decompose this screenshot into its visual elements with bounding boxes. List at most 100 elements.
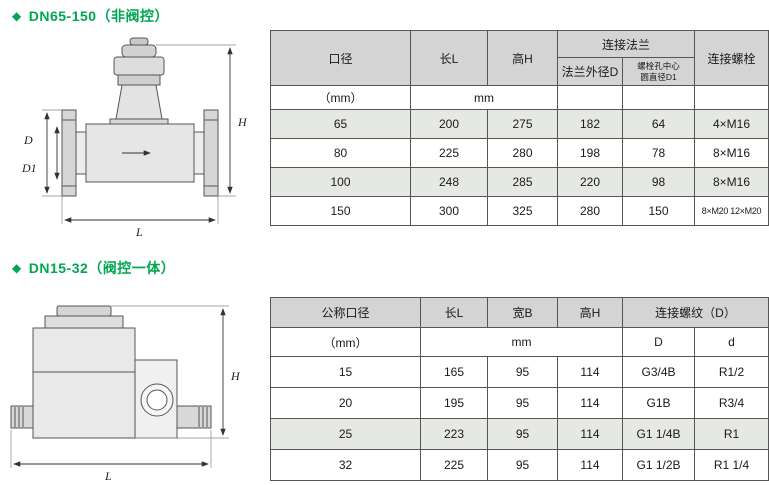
dimension-D1: D1 — [21, 126, 60, 180]
unit-label-cell: （mm） — [270, 85, 411, 110]
table-cell: 198 — [557, 138, 623, 168]
section1-title: ◆ DN65-150（非阀控） — [12, 6, 169, 26]
table-cell: 100 — [270, 167, 411, 197]
col-header-gao-h: 高H — [487, 30, 558, 86]
sub-header-d: d — [693, 327, 769, 357]
table-cell: 32 — [270, 449, 421, 481]
table-cell: 25 — [270, 418, 421, 450]
table-cell: 65 — [270, 109, 411, 139]
meter-body — [32, 305, 178, 439]
table-cell: 114 — [557, 449, 623, 481]
table-cell: 95 — [487, 356, 558, 388]
dimension-L: L — [10, 430, 212, 483]
table-cell: 225 — [420, 449, 488, 481]
table-cell: 114 — [557, 418, 623, 450]
dimension-H: H — [111, 305, 241, 439]
table-cell: 165 — [420, 356, 488, 388]
table-cell: 8×M20 12×M20 — [694, 196, 769, 226]
diamond-bullet-icon: ◆ — [12, 261, 22, 275]
table-cell: 4×M16 — [694, 109, 769, 139]
table-cell: 275 — [487, 109, 558, 139]
table-cell: 300 — [410, 196, 488, 226]
table-cell: 114 — [557, 356, 623, 388]
sub-header-D: D — [622, 327, 695, 357]
table-cell: 80 — [270, 138, 411, 168]
dimension-L: L — [61, 196, 219, 239]
section2-title-text: DN15-32（阀控一体） — [28, 260, 176, 276]
table-cell: 220 — [557, 167, 623, 197]
empty-cell — [621, 85, 696, 110]
table-cell: 225 — [410, 138, 488, 168]
col-header-luoshuan-kong: 螺栓孔中心 圆直径D1 — [621, 57, 696, 86]
right-flange — [203, 109, 219, 197]
table-cell: 95 — [487, 387, 558, 419]
dim-label-D1: D1 — [21, 161, 37, 175]
table-cell: 285 — [487, 167, 558, 197]
unit-label-cell: （mm） — [270, 327, 421, 357]
table-cell: 223 — [420, 418, 488, 450]
col-header-luoshuan-kong-line1: 螺栓孔中心 — [637, 61, 680, 72]
dim-label-D: D — [23, 133, 33, 147]
col-header-gao-h: 高H — [557, 297, 623, 328]
unit-mm-cell: mm — [420, 327, 623, 357]
dim-label-L: L — [135, 225, 143, 239]
dim-label-H: H — [237, 115, 248, 129]
table-cell: 280 — [557, 196, 623, 226]
table-cell: R1 1/4 — [693, 449, 769, 481]
col-header-falan-waijing: 法兰外径D — [557, 57, 623, 86]
table-cell: R3/4 — [693, 387, 769, 419]
table-cell: R1/2 — [693, 356, 769, 388]
table-cell: G1 1/2B — [622, 449, 695, 481]
table-cell: G3/4B — [622, 356, 695, 388]
col-header-lianjie-luowen: 连接螺纹（D） — [621, 297, 769, 328]
table-cell: 20 — [270, 387, 421, 419]
left-flange — [61, 109, 77, 197]
table-cell: 8×M16 — [694, 138, 769, 168]
inlet-pipe — [10, 405, 34, 429]
table-cell: 78 — [621, 138, 696, 168]
table-cell: 95 — [487, 418, 558, 450]
table-cell: 64 — [621, 109, 696, 139]
meter-register — [109, 37, 169, 127]
col-header-koujing: 口径 — [270, 30, 411, 86]
table-cell: 98 — [621, 167, 696, 197]
dn15-meter-drawing: H L — [10, 305, 241, 483]
dimension-H: H — [156, 44, 248, 197]
table-cell: G1 1/4B — [622, 418, 695, 450]
table-cell: 248 — [410, 167, 488, 197]
col-header-gongcheng-koujing: 公称口径 — [270, 297, 421, 328]
table-cell: 8×M16 — [694, 167, 769, 197]
section1-title-text: DN65-150（非阀控） — [28, 8, 170, 24]
outlet-pipe — [176, 405, 212, 429]
table-cell: 280 — [487, 138, 558, 168]
section2-title: ◆ DN15-32（阀控一体） — [12, 258, 175, 278]
table-cell: 114 — [557, 387, 623, 419]
col-header-lianjie-luoshuan: 连接螺栓 — [694, 30, 769, 86]
table-cell: 150 — [621, 196, 696, 226]
table-cell: 150 — [270, 196, 411, 226]
table-cell: R1 — [693, 418, 769, 450]
col-header-kuan-b: 宽B — [487, 297, 558, 328]
col-header-lianjie-falan: 连接法兰 — [556, 30, 696, 58]
table-cell: 195 — [420, 387, 488, 419]
unit-mm-cell: mm — [410, 85, 558, 110]
col-header-chang-l: 长L — [420, 297, 488, 328]
dim-label-H: H — [230, 369, 241, 383]
meter-body — [73, 123, 207, 183]
table-cell: 325 — [487, 196, 558, 226]
dn65-meter-drawing: D D1 L H — [21, 37, 248, 239]
meter-register — [140, 383, 174, 417]
table-cell: 95 — [487, 449, 558, 481]
diamond-bullet-icon: ◆ — [12, 9, 22, 23]
dn65-spec-table: 口径 长L 高H 连接法兰 连接螺栓 法兰外径D 螺栓孔中心 圆直径D1 （mm… — [270, 30, 769, 226]
dimension-D: D — [23, 109, 62, 197]
